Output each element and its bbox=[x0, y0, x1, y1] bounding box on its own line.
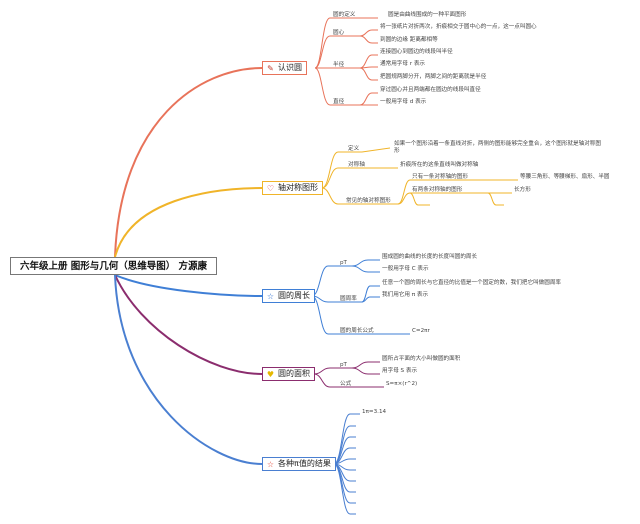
branch-circumference[interactable]: ☆ 圆的周长 bbox=[262, 289, 315, 303]
topic-radius[interactable]: 半径 bbox=[333, 62, 345, 68]
connector-b2 bbox=[114, 187, 263, 258]
branch-label: 圆的周长 bbox=[278, 291, 310, 300]
topic-circle-definition-text[interactable]: 圆是由曲线围成的一种平面图形 bbox=[388, 12, 467, 18]
topic-one-axis[interactable]: 只有一条对称轴的图形 bbox=[412, 174, 468, 180]
topic-pi-def[interactable]: 任意一个圆的周长与它直径的比值是一个固定的数，我们把它叫做圆周率 bbox=[382, 280, 562, 286]
topic-circumference-symbol[interactable]: 一般用字母 C 表示 bbox=[382, 266, 429, 272]
connector-b4 bbox=[114, 274, 263, 375]
topic-one-axis-examples[interactable]: 等腰三角形、等腰梯形、扇形、半圆 bbox=[520, 174, 610, 180]
b2-sub-links bbox=[321, 147, 518, 206]
topic-definition[interactable]: 定义 bbox=[348, 146, 360, 152]
topic-two-axes-examples[interactable]: 长方形 bbox=[514, 187, 531, 193]
central-topic[interactable]: 六年级上册 图形与几何（思维导图） 方源康 bbox=[10, 257, 217, 275]
topic-area-def[interactable]: 圆所占平面的大小叫做圆的面积 bbox=[382, 356, 461, 362]
topic-common-shapes[interactable]: 常见的轴对称图形 bbox=[346, 198, 391, 204]
topic-center-text-1[interactable]: 将一张纸片对折两次，折痕相交于圆中心的一点，这一点叫圆心 bbox=[380, 24, 537, 30]
topic-area-formula[interactable]: 公式 bbox=[340, 381, 352, 387]
topic-symmetry-axis[interactable]: 对称轴 bbox=[348, 162, 365, 168]
branch-label: 轴对称图形 bbox=[278, 183, 318, 192]
branch-label: 认识圆 bbox=[278, 63, 302, 72]
topic-radius-text-3[interactable]: 把圆规两脚分开，两脚之间的距离就是半径 bbox=[380, 74, 487, 80]
topic-area-symbol[interactable]: 用字母 S 表示 bbox=[382, 368, 418, 374]
branch-recognize-circle[interactable]: ✎ 认识圆 bbox=[262, 61, 307, 75]
topic-pi-symbol[interactable]: 我们用它用 π 表示 bbox=[382, 292, 429, 298]
topic-diameter-text-1[interactable]: 穿过圆心并且两端都在圆边的线段叫直径 bbox=[380, 87, 481, 93]
topic-diameter[interactable]: 直径 bbox=[333, 99, 345, 105]
topic-definition-text[interactable]: 如果一个图形沿着一条直线对折，两侧的图形能够完全重合，这个图形就是轴对称图形 bbox=[394, 141, 601, 154]
topic-area-formula-value[interactable]: S=π×(r^2) bbox=[386, 381, 418, 387]
topic-center-text-2[interactable]: 到圆的边缘 距离都相等 bbox=[380, 37, 438, 43]
connector-b5 bbox=[114, 274, 263, 465]
topic-radius-text-2[interactable]: 通常用字母 r 表示 bbox=[380, 61, 426, 67]
heart-icon: ♥ bbox=[266, 369, 275, 379]
star-icon: ☆ bbox=[266, 459, 275, 469]
topic-circle-definition[interactable]: 圆的定义 bbox=[333, 12, 356, 18]
branch-axisymmetric[interactable]: ♡ 轴对称图形 bbox=[262, 181, 323, 195]
topic-pt[interactable]: pT bbox=[340, 260, 347, 266]
b5-sub-links bbox=[333, 413, 360, 515]
star-icon: ☆ bbox=[266, 291, 275, 301]
connector-b3 bbox=[114, 274, 263, 297]
b4-sub-links bbox=[313, 361, 384, 388]
topic-two-axes[interactable]: 有两条对称轴的图形 bbox=[412, 187, 463, 193]
topic-area-pt[interactable]: pT bbox=[340, 362, 347, 368]
topic-circumference-formula[interactable]: 圆的周长公式 bbox=[340, 328, 374, 334]
b1-sub-links bbox=[314, 17, 378, 106]
branch-pi-values[interactable]: ☆ 各种π值的结果 bbox=[262, 457, 336, 471]
topic-symmetry-axis-text[interactable]: 折痕所在的这条直线叫做对称轴 bbox=[400, 162, 479, 168]
topic-pi[interactable]: 圆周率 bbox=[340, 296, 357, 302]
branch-area[interactable]: ♥ 圆的面积 bbox=[262, 367, 315, 381]
topic-diameter-text-2[interactable]: 一般用字母 d 表示 bbox=[380, 99, 427, 105]
topic-pi-value-1[interactable]: 1π=3.14 bbox=[362, 409, 387, 415]
branch-label: 各种π值的结果 bbox=[278, 459, 331, 468]
topic-circumference-def[interactable]: 围成圆的曲线的长度的长度叫圆的周长 bbox=[382, 254, 478, 260]
topic-circumference-formula-value[interactable]: C=2πr bbox=[412, 328, 430, 334]
topic-radius-text-1[interactable]: 连接圆心到圆边的线段叫半径 bbox=[380, 49, 453, 55]
topic-center[interactable]: 圆心 bbox=[333, 30, 345, 36]
branch-label: 圆的面积 bbox=[278, 369, 310, 378]
connector-b1 bbox=[114, 67, 263, 258]
compass-icon: ✎ bbox=[267, 63, 274, 73]
heart-icon: ♡ bbox=[266, 183, 275, 193]
